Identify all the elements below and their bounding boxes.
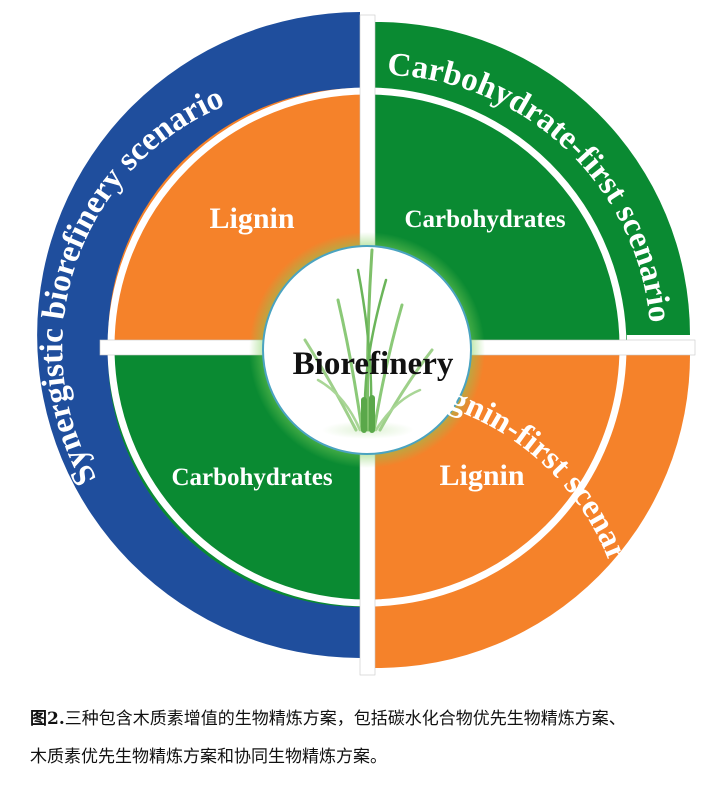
caption-text-1: 三种包含木质素增值的生物精炼方案，包括碳水化合物优先生物精炼方案、	[64, 709, 626, 729]
grass-icon	[303, 248, 434, 439]
quadrant-label-bottom-right: Lignin	[439, 459, 524, 492]
biorefinery-diagram: Biorefinery Lignin Carbohydrates Carbohy…	[37, 12, 696, 676]
caption-line-1: 图2.三种包含木质素增值的生物精炼方案，包括碳水化合物优先生物精炼方案、	[30, 700, 700, 738]
quadrant-label-bottom-left: Carbohydrates	[171, 464, 332, 491]
caption-line-2: 木质素优先生物精炼方案和协同生物精炼方案。	[30, 747, 387, 767]
quadrant-label-top-right: Carbohydrates	[404, 206, 565, 233]
figure-number: 图2.	[30, 709, 65, 729]
figure-caption: 图2.三种包含木质素增值的生物精炼方案，包括碳水化合物优先生物精炼方案、 木质素…	[30, 700, 700, 776]
center-label: Biorefinery	[293, 346, 454, 382]
quadrant-label-top-left: Lignin	[209, 202, 294, 235]
